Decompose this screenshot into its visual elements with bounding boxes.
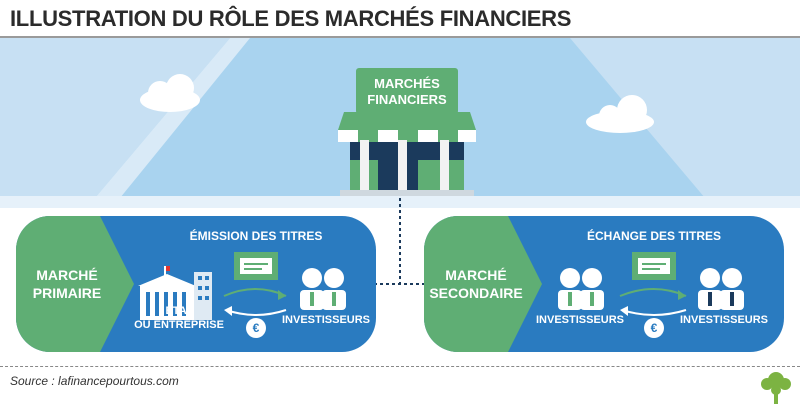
euro-icon: € [252, 321, 260, 335]
issuer-line2: OU ENTREPRISE [134, 319, 224, 331]
secondary-label-line1: MARCHÉ [445, 267, 507, 283]
primary-label-line2: PRIMAIRE [32, 285, 102, 301]
title-divider [0, 36, 800, 38]
source-credit: Source : lafinancepourtous.com [10, 374, 179, 388]
issuer-line1: ÉTAT [165, 305, 193, 317]
connector-lines [374, 198, 426, 286]
secondary-label-line2: SECONDAIRE [429, 285, 523, 301]
secondary-investors-right-label: INVESTISSEURS [679, 314, 769, 326]
primary-market-label: MARCHÉ PRIMAIRE [22, 266, 112, 302]
cloud-right [586, 95, 654, 133]
cloud-left [140, 74, 200, 112]
footer-divider [0, 366, 800, 367]
secondary-heading: ÉCHANGE DES TITRES [586, 229, 721, 243]
certificate-icon [234, 252, 278, 280]
primary-label-line1: MARCHÉ [36, 267, 98, 283]
primary-heading: ÉMISSION DES TITRES [189, 229, 323, 243]
investors-left-icon [558, 268, 604, 310]
market-sign: MARCHÉS FINANCIERS [367, 76, 447, 107]
page-title: ILLUSTRATION DU RÔLE DES MARCHÉS FINANCI… [10, 6, 572, 31]
sky-scene [0, 38, 800, 208]
euro-icon-secondary: € [650, 321, 658, 335]
tree-logo-icon [761, 372, 791, 404]
secondary-market-panel: MARCHÉ SECONDAIRE ÉCHANGE DES TITRES INV… [424, 216, 784, 352]
secondary-market-label: MARCHÉ SECONDAIRE [428, 266, 524, 302]
investors-right-icon [698, 268, 744, 310]
issuer-label: ÉTAT OU ENTREPRISE [124, 304, 234, 332]
market-sign-line1: MARCHÉS [374, 76, 440, 91]
market-building [338, 68, 476, 196]
investors-icon [300, 268, 346, 310]
government-building-icon [138, 266, 212, 320]
market-sign-line2: FINANCIERS [367, 92, 447, 107]
primary-market-panel: MARCHÉ PRIMAIRE ÉMISSION DES TITRES ÉTAT… [16, 216, 376, 352]
secondary-investors-left-label: INVESTISSEURS [535, 314, 625, 326]
primary-investors-label: INVESTISSEURS [281, 314, 371, 326]
certificate-icon-secondary [632, 252, 676, 280]
